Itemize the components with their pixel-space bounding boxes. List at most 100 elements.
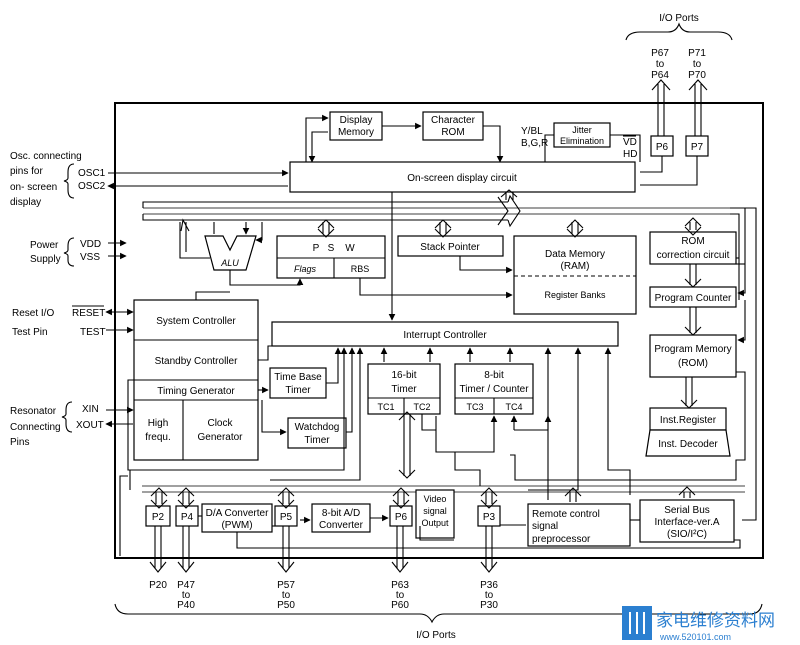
character-rom-label-1: Character — [431, 115, 476, 126]
flags-label: Flags — [294, 264, 317, 274]
osc-title-2: pins for — [10, 166, 43, 177]
time-base-label-2: Timer — [285, 385, 311, 396]
display-memory-label-2: Memory — [338, 127, 374, 138]
rom-correction-block — [649, 231, 737, 265]
jitter-label-2: Elimination — [560, 136, 604, 146]
register-banks-label: Register Banks — [544, 290, 606, 300]
reset-io-label: Reset I/O — [12, 308, 54, 319]
port-p63-label: P63 — [391, 580, 409, 591]
standby-controller-label: Standby Controller — [155, 356, 238, 367]
character-rom-block — [422, 111, 484, 141]
da-converter-label-1: D/A Converter — [206, 508, 269, 519]
character-rom-label-2: ROM — [441, 127, 464, 138]
resonator-label-3: Pins — [10, 437, 29, 448]
io-ports-top-brace — [625, 22, 733, 41]
port-p47-to: to — [182, 590, 191, 601]
port-p64-label: P64 — [651, 70, 669, 81]
time-base-label-1: Time Base — [274, 372, 322, 383]
remote-control-label-1: Remote control — [532, 509, 600, 520]
stack-pointer-block — [397, 235, 504, 257]
port-p60-label: P60 — [391, 600, 409, 611]
io-ports-bottom-brace — [114, 603, 763, 624]
tc3-label: TC3 — [466, 402, 483, 412]
port-p67-to: to — [656, 59, 665, 70]
inst-decoder-label: Inst. Decoder — [658, 439, 718, 450]
port-p2-box — [145, 505, 171, 527]
timer-8bit-label-2: Timer / Counter — [459, 384, 529, 395]
rom-correction-label-1: ROM — [681, 236, 704, 247]
power-label-1: Power — [30, 240, 59, 251]
video-output-label-2: signal — [423, 506, 447, 516]
port-p36-label: P36 — [480, 580, 498, 591]
port-p50-label: P50 — [277, 600, 295, 611]
timer-16bit-label-1: 16-bit — [391, 370, 416, 381]
psw-p-label: P — [313, 243, 320, 254]
clock-generator-label-1: Clock — [207, 418, 233, 429]
watchdog-label-2: Timer — [304, 435, 330, 446]
da-converter-label-2: (PWM) — [221, 520, 252, 531]
watermark-url: www.520101.com — [659, 632, 731, 642]
xout-label: XOUT — [76, 420, 104, 431]
serial-bus-label-1: Serial Bus — [664, 505, 710, 516]
osc-title-3: on- screen — [10, 182, 57, 193]
tc2-label: TC2 — [413, 402, 430, 412]
remote-control-block — [527, 503, 631, 547]
watchdog-timer-block — [287, 417, 347, 449]
resonator-label-2: Connecting — [10, 422, 61, 433]
port-p47-label: P47 — [177, 580, 195, 591]
port-p40-label: P40 — [177, 600, 195, 611]
port-p7-top: P7 — [691, 142, 704, 153]
port-p6-top: P6 — [656, 142, 669, 153]
port-p4-label: P4 — [181, 512, 194, 523]
power-label-2: Supply — [30, 254, 61, 265]
timer-8bit-label-1: 8-bit — [484, 370, 504, 381]
port-p2-label: P2 — [152, 512, 165, 523]
ad-converter-label-1: 8-bit A/D — [322, 508, 360, 519]
osd-circuit-block — [289, 161, 636, 193]
hd-label: HD — [623, 149, 637, 160]
ybl-label: Y/BL — [521, 126, 543, 137]
psw-s-label: S — [328, 243, 335, 254]
system-controller-label: System Controller — [156, 316, 236, 327]
port-p57-label: P57 — [277, 580, 295, 591]
psw-w-label: W — [345, 243, 355, 254]
remote-control-label-2: signal — [532, 521, 558, 532]
tc1-label: TC1 — [377, 402, 394, 412]
io-ports-top-label: I/O Ports — [659, 13, 698, 24]
psw-block — [276, 235, 386, 279]
osd-circuit-label: On-screen display circuit — [407, 173, 517, 184]
test-pin-label: Test Pin — [12, 327, 48, 338]
data-memory-block — [513, 235, 637, 315]
osc-title-1: Osc. connecting — [10, 151, 82, 162]
port-p20-label: P20 — [149, 580, 167, 591]
port-p6-bottom-label: P6 — [395, 512, 408, 523]
watermark-text: 家电维修资料网 — [656, 611, 775, 630]
data-memory-label-2: (RAM) — [561, 261, 590, 272]
port-p5-box — [274, 505, 298, 527]
vd-label: VD — [623, 137, 637, 148]
test-pin-name: TEST — [80, 327, 106, 338]
program-memory-block — [649, 334, 737, 378]
serial-bus-label-2: Interface-ver.A — [654, 517, 719, 528]
program-memory-label-2: (ROM) — [678, 358, 708, 369]
display-memory-label-1: Display — [340, 115, 373, 126]
timer-16bit-label-2: Timer — [391, 384, 417, 395]
video-signal-output-block — [415, 489, 455, 539]
serial-bus-label-3: (SIO/I²C) — [667, 529, 707, 540]
io-ports-bottom-label: I/O Ports — [416, 630, 455, 641]
port-p36-to: to — [485, 590, 494, 601]
ad-converter-label-2: Converter — [319, 520, 364, 531]
osc2-label: OSC2 — [78, 181, 106, 192]
alu-label: ALU — [220, 258, 239, 268]
port-p57-to: to — [282, 590, 291, 601]
resonator-label-1: Resonator — [10, 406, 57, 417]
high-freq-label-2: frequ. — [145, 432, 171, 443]
timing-generator-label: Timing Generator — [157, 386, 235, 397]
time-base-timer-block — [269, 367, 327, 399]
program-counter-label: Program Counter — [655, 293, 732, 304]
interrupt-controller-block — [271, 321, 619, 347]
osc1-label: OSC1 — [78, 168, 106, 179]
video-output-label-1: Video — [424, 494, 447, 504]
data-memory-label-1: Data Memory — [545, 249, 605, 260]
